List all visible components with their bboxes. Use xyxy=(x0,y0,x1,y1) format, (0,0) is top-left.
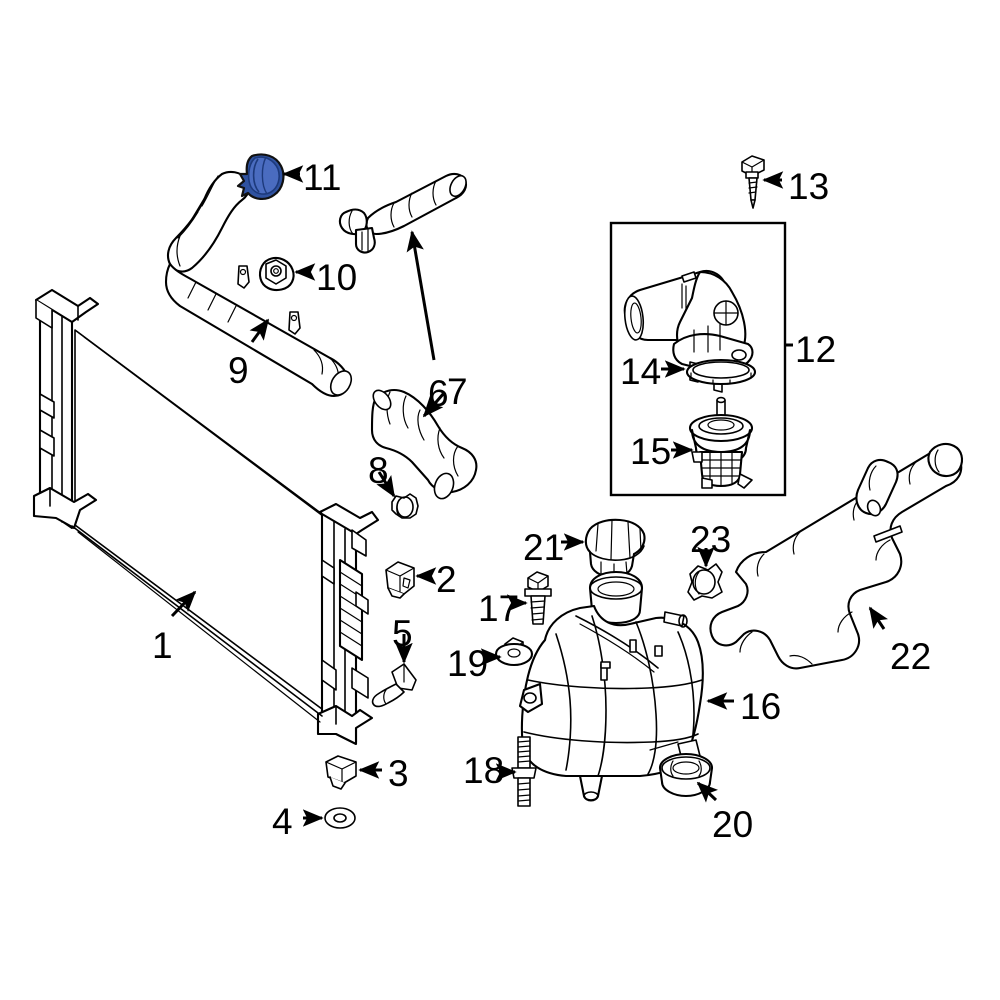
callout-label-13[interactable]: 13 xyxy=(788,166,830,207)
part-thermostat-seal-oring[interactable] xyxy=(685,358,757,386)
callout-label-10[interactable]: 10 xyxy=(316,257,358,298)
callout-label-1[interactable]: 1 xyxy=(152,625,173,666)
part-lower-mount-grommet[interactable] xyxy=(324,807,356,829)
part-lower-radiator-hose[interactable] xyxy=(370,387,478,501)
part-radiator[interactable] xyxy=(32,288,380,746)
callout-label-4[interactable]: 4 xyxy=(272,801,293,842)
part-thermostat-housing[interactable] xyxy=(623,269,754,393)
part-upper-insulator-bracket[interactable] xyxy=(385,561,415,599)
part-hex-flange-nut[interactable] xyxy=(258,256,295,292)
part-thermostat[interactable] xyxy=(688,396,754,489)
part-reservoir-pressure-cap[interactable] xyxy=(584,518,646,579)
callout-label-16[interactable]: 16 xyxy=(740,686,782,727)
leader-lines xyxy=(170,165,888,827)
callout-label-22[interactable]: 22 xyxy=(890,636,932,677)
callout-label-7[interactable]: 7 xyxy=(447,371,468,412)
callout-label-15[interactable]: 15 xyxy=(630,431,672,472)
callout-label-5[interactable]: 5 xyxy=(392,613,413,654)
callout-label-11[interactable]: 11 xyxy=(303,157,342,198)
callout-label-23[interactable]: 23 xyxy=(690,519,732,560)
callout-label-12[interactable]: 12 xyxy=(795,329,837,370)
part-hose-clamp[interactable] xyxy=(391,493,419,519)
callout-label-20[interactable]: 20 xyxy=(712,804,754,845)
callout-label-21[interactable]: 21 xyxy=(523,527,565,568)
callout-label-6[interactable]: 6 xyxy=(428,373,449,414)
callout-label-8[interactable]: 8 xyxy=(368,450,389,491)
callout-label-19[interactable]: 19 xyxy=(447,643,489,684)
part-radiator-cap-highlighted[interactable] xyxy=(236,153,285,200)
callout-label-2[interactable]: 2 xyxy=(436,559,457,600)
callout-label-9[interactable]: 9 xyxy=(228,350,249,391)
thermostat-group-box xyxy=(609,221,787,497)
part-reservoir-mounting-nut[interactable] xyxy=(494,637,534,667)
part-coolant-recovery-hose[interactable] xyxy=(709,442,964,670)
part-reservoir-hose-clamp[interactable] xyxy=(687,563,723,601)
callout-label-3[interactable]: 3 xyxy=(388,753,409,794)
callout-label-18[interactable]: 18 xyxy=(463,750,505,791)
part-coolant-tube-with-tee[interactable] xyxy=(338,172,469,254)
part-lower-insulator-bracket[interactable] xyxy=(325,755,357,790)
part-drain-cock-petcock[interactable] xyxy=(371,663,417,708)
part-reservoir-mounting-bolt[interactable] xyxy=(524,571,552,625)
part-housing-bolt[interactable] xyxy=(741,155,765,209)
callout-label-17[interactable]: 17 xyxy=(478,588,520,629)
callout-label-14[interactable]: 14 xyxy=(620,351,662,392)
